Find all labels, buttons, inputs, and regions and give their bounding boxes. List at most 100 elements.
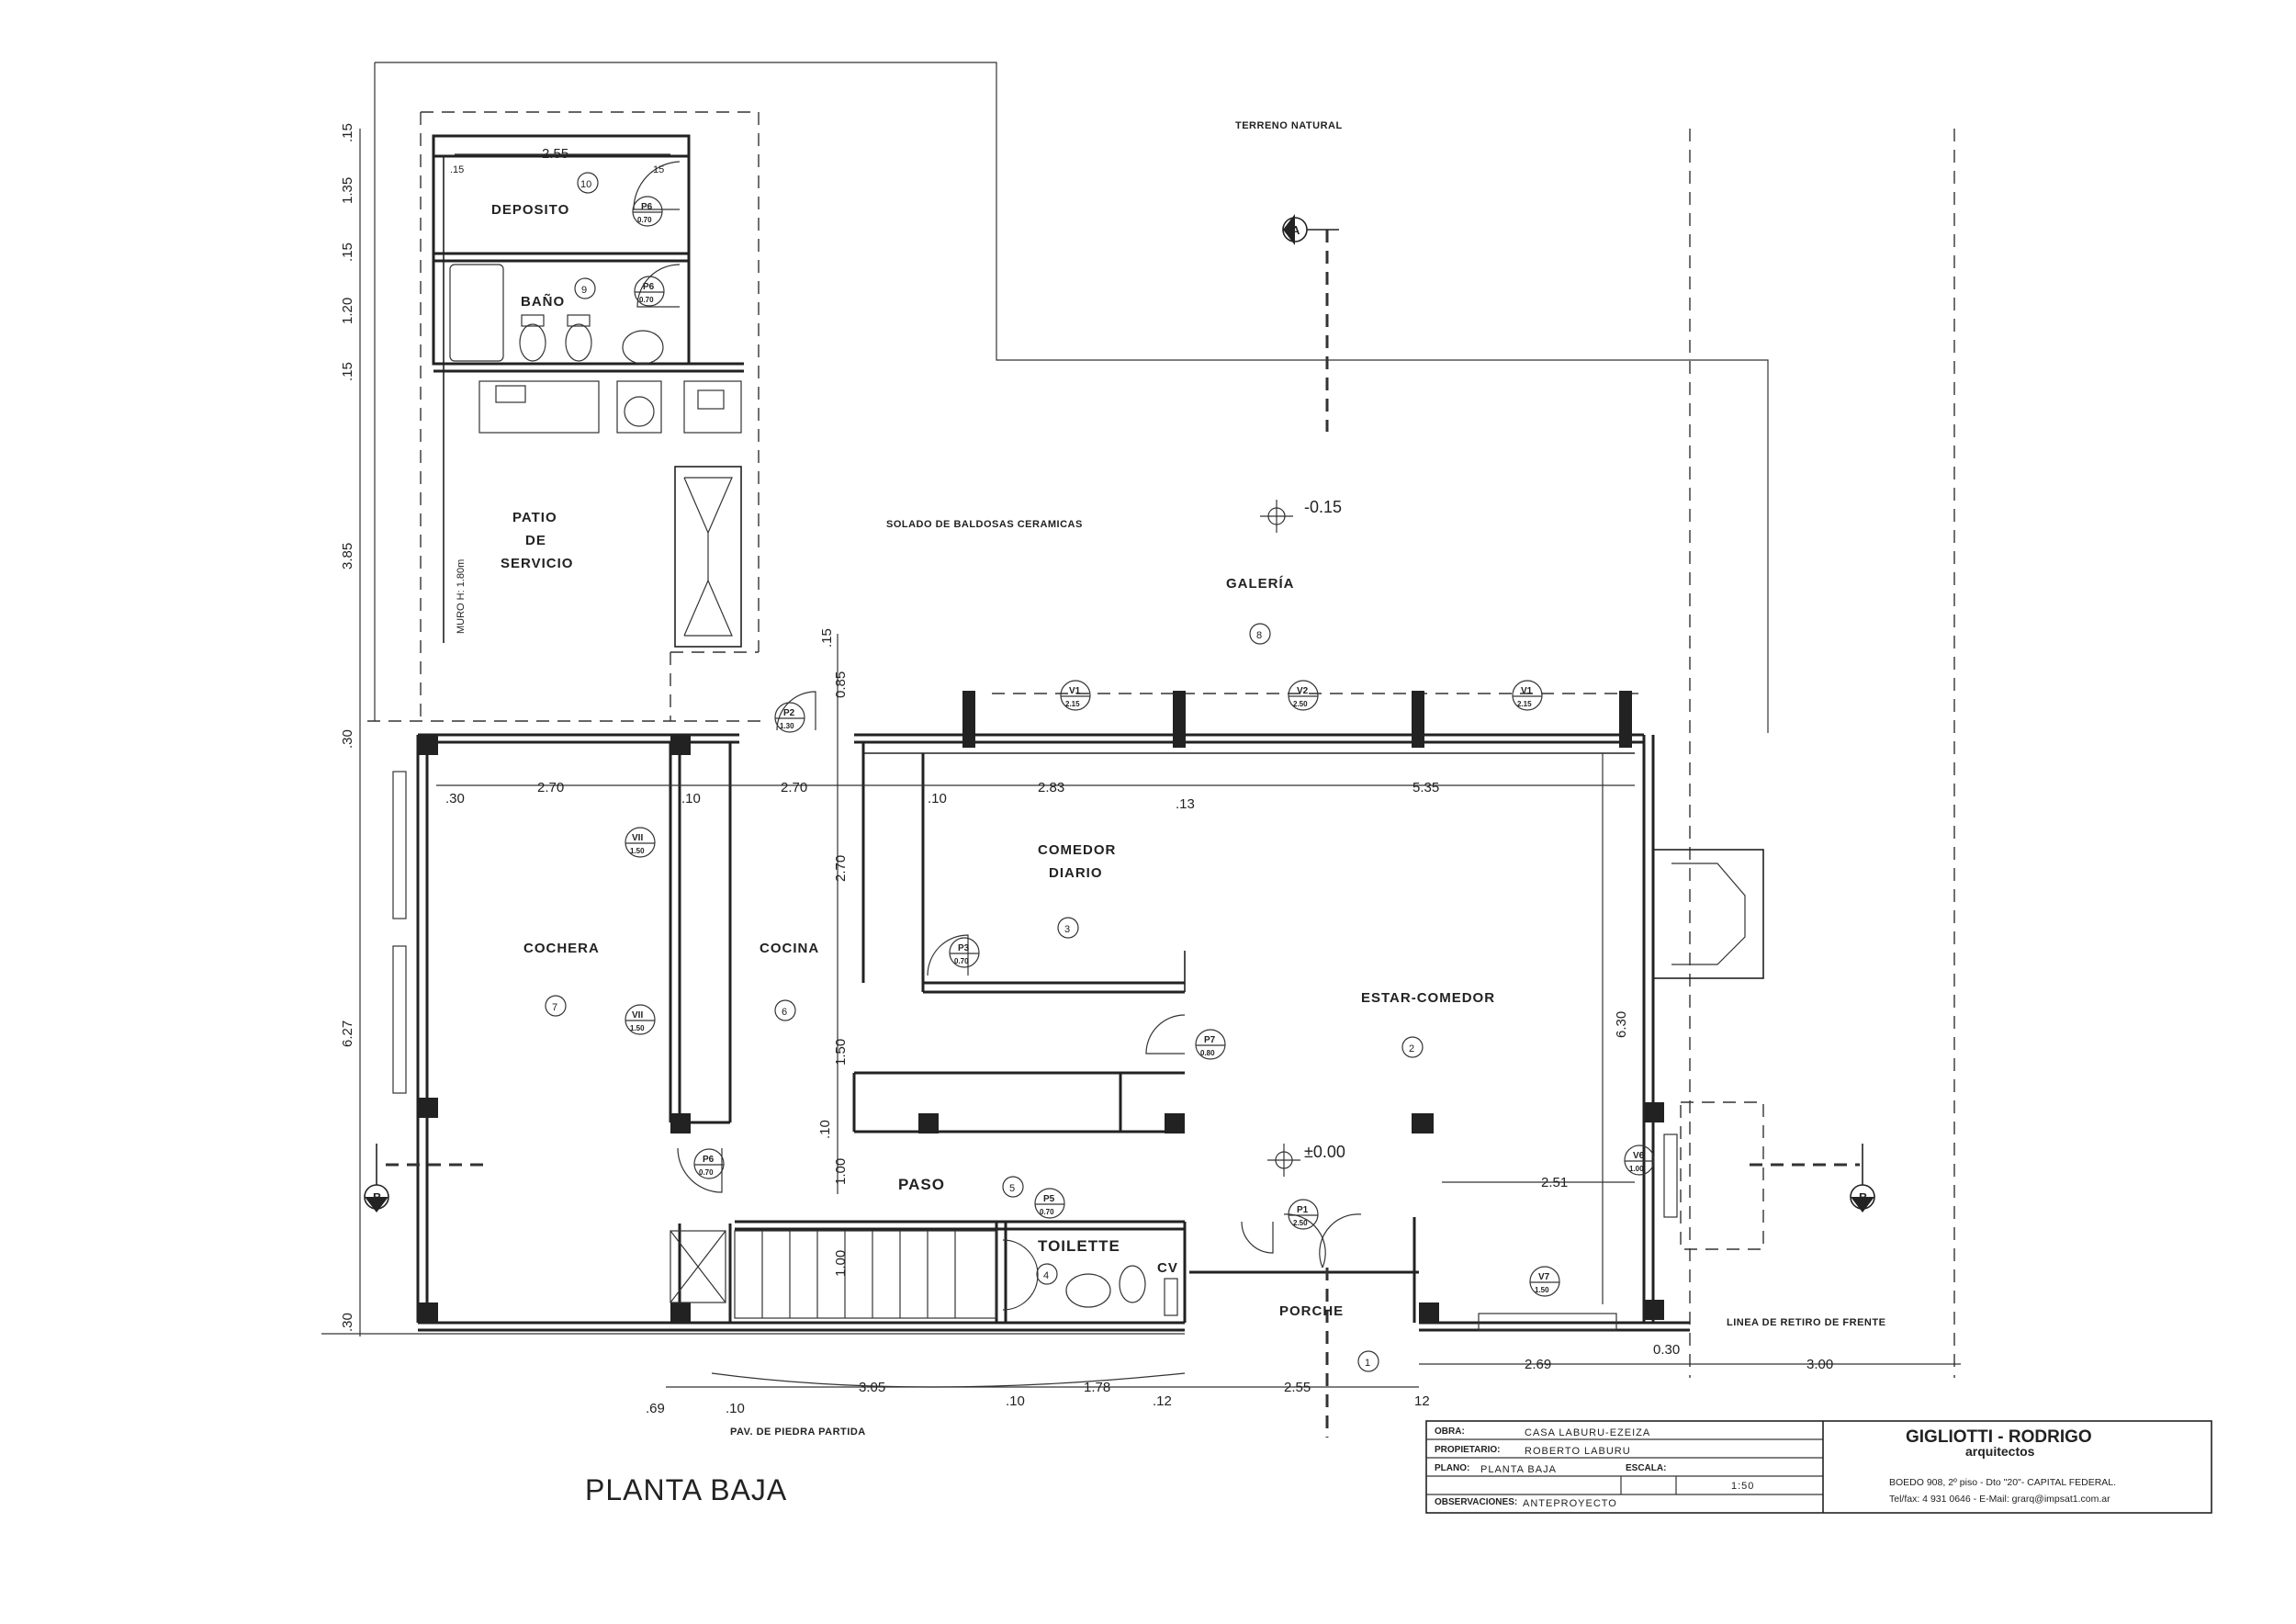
tag-vii-top: VII [632, 833, 643, 843]
dim-h-10-c: .10 [726, 1401, 745, 1416]
dim-h-535: 5.35 [1412, 780, 1439, 795]
dim-v-630: 6.30 [1614, 1011, 1629, 1038]
tag-v1v-left: 2.15 [1065, 700, 1080, 708]
dim-v-15-kitchen: .15 [819, 628, 835, 648]
pavement-arc [711, 1372, 1186, 1388]
tag-p1: P1 [1297, 1205, 1309, 1215]
dim-h-12b: 12 [1414, 1393, 1430, 1409]
room-numbers: 10 9 8 3 7 6 2 5 4 1 [545, 172, 1424, 1372]
section-lines [386, 230, 1860, 1438]
dim-v-15-c: .15 [340, 362, 355, 381]
room-comedor-1: COMEDOR [1038, 842, 1116, 858]
tag-p7: P7 [1204, 1035, 1216, 1045]
tag-v6: V6 [1633, 1151, 1645, 1161]
dim-h-269: 2.69 [1525, 1357, 1551, 1372]
room-num-paso: 5 [1009, 1183, 1015, 1194]
level-main: ±0.00 [1304, 1143, 1345, 1161]
dimension-lines [321, 129, 1961, 1388]
dim-h-10-b: .10 [928, 791, 947, 806]
room-num-comedor: 3 [1064, 924, 1070, 935]
room-bano: BAÑO [521, 293, 565, 310]
tag-v2v: 2.50 [1293, 700, 1308, 708]
dim-h-10-d: .10 [1006, 1393, 1025, 1409]
tb-obs-label: OBSERVACIONES: [1435, 1497, 1517, 1507]
tag-p6-cochera: P6 [703, 1155, 715, 1165]
level-marks [1260, 500, 1300, 1177]
tag-p6-deposito: P6 [641, 202, 653, 212]
dim-h-255-porche: 2.55 [1284, 1380, 1311, 1395]
opening-tags: P6 0.70 P6 0.70 P2 1.30 V1 2.15 V2 2.50 … [625, 196, 1655, 1297]
room-num-porche: 1 [1365, 1358, 1370, 1369]
tag-p3: P3 [958, 943, 970, 953]
drawing-title: PLANTA BAJA [585, 1473, 787, 1506]
tag-p2v: 1.30 [780, 722, 794, 730]
dim-h-283: 2.83 [1038, 780, 1064, 795]
room-num-galeria: 8 [1256, 630, 1262, 641]
section-mark-b-left: B [373, 1190, 381, 1204]
note-muro: MURO H: 1.80m [456, 559, 467, 634]
tag-p6v-deposito: 0.70 [637, 216, 652, 224]
room-deposito: DEPOSITO [491, 202, 569, 218]
tb-escala-value: 1:50 [1731, 1481, 1754, 1492]
room-num-cocina: 6 [782, 1007, 787, 1018]
dim-h-69: .69 [646, 1401, 665, 1416]
note-retiro: LINEA DE RETIRO DE FRENTE [1727, 1317, 1885, 1328]
dim-h-300: 3.00 [1806, 1357, 1833, 1372]
note-terreno: TERRENO NATURAL [1235, 120, 1343, 131]
tag-v7: V7 [1538, 1272, 1550, 1282]
dim-v-100-b: 1.00 [833, 1250, 849, 1277]
tag-v7v: 1.50 [1535, 1286, 1549, 1294]
dim-v-120: 1.20 [340, 298, 355, 324]
tb-obra-value: CASA LABURU-EZEIZA [1525, 1427, 1650, 1438]
dim-v-627: 6.27 [340, 1021, 355, 1047]
room-num-cochera: 7 [552, 1002, 557, 1013]
dim-h-13: .13 [1176, 796, 1195, 812]
columns [418, 691, 1664, 1323]
dimension-texts: 2.55 .15 .15 .15 1.35 .15 1.20 .15 3.85 … [340, 123, 1833, 1416]
dim-v-385: 3.85 [340, 543, 355, 570]
dim-v-10-kitchen: .10 [817, 1120, 833, 1139]
tag-v2: V2 [1297, 686, 1309, 696]
room-patio-2: DE [525, 533, 546, 548]
service-walls [432, 134, 744, 648]
tag-p5: P5 [1043, 1194, 1055, 1204]
dim-h-10-a: .10 [681, 791, 701, 806]
tag-v1-right: V1 [1521, 686, 1533, 696]
dim-h-178: 1.78 [1084, 1380, 1110, 1395]
dim-v-15-b: .15 [340, 242, 355, 262]
dim-v-135: 1.35 [340, 177, 355, 204]
dim-deposito-left: .15 [450, 164, 464, 175]
dim-v-30-top: .30 [340, 729, 355, 749]
dim-h-251: 2.51 [1541, 1175, 1568, 1190]
section-mark-b-right: B [1859, 1190, 1867, 1204]
title-block: OBRA: CASA LABURU-EZEIZA PROPIETARIO: RO… [1425, 1420, 2212, 1514]
room-cocina: COCINA [760, 941, 819, 956]
label-cv: CV [1157, 1260, 1178, 1276]
room-num-bano: 9 [581, 285, 587, 296]
tag-viiv-top: 1.50 [630, 847, 645, 855]
tag-p1v: 2.50 [1293, 1219, 1308, 1227]
tag-p6v-bano: 0.70 [639, 296, 654, 304]
dim-v-085: 0.85 [833, 671, 849, 698]
tb-prop-label: PROPIETARIO: [1435, 1445, 1500, 1455]
room-comedor-2: DIARIO [1049, 865, 1103, 881]
room-num-toilette: 4 [1043, 1270, 1049, 1281]
dim-h-30: .30 [445, 791, 465, 806]
tag-v6v: 1.00 [1629, 1165, 1644, 1173]
property-boundary [374, 62, 1955, 1378]
tag-viiv-bottom: 1.50 [630, 1024, 645, 1032]
section-markers: A B B [364, 214, 1875, 1212]
windows [392, 734, 1678, 1331]
tag-v1-left: V1 [1069, 686, 1081, 696]
dim-h-305: 3.05 [859, 1380, 885, 1395]
tb-plano-value: PLANTA BAJA [1480, 1464, 1557, 1475]
dim-deposito-right: .15 [650, 164, 664, 175]
tag-vii-bottom: VII [632, 1010, 643, 1021]
level-upper: -0.15 [1304, 498, 1342, 516]
firm-sub: arquitectos [1965, 1444, 2035, 1459]
dim-h-030-right: 0.30 [1653, 1342, 1680, 1358]
room-num-deposito: 10 [580, 179, 591, 190]
tag-p7v: 0.80 [1200, 1049, 1215, 1057]
firm-address: BOEDO 908, 2º piso - Dto "20"- CAPITAL F… [1889, 1477, 2116, 1488]
firm-name: GIGLIOTTI - RODRIGO [1906, 1427, 2092, 1447]
